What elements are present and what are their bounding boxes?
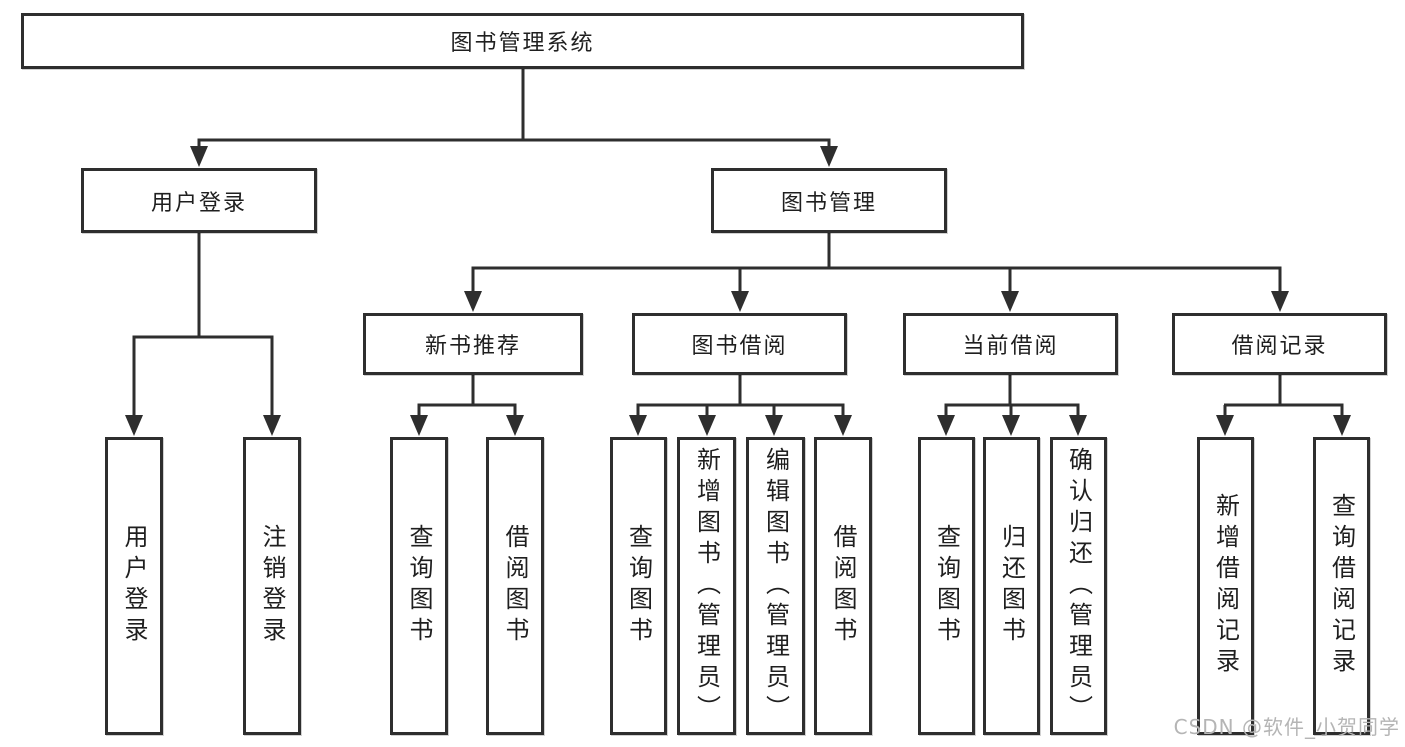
node-book-borrow: 图书借阅 (632, 313, 847, 375)
leaf-return-books: 归还图书 (983, 437, 1040, 735)
node-current-borrow: 当前借阅 (903, 313, 1118, 375)
leaf-user-login: 用户登录 (105, 437, 163, 735)
node-book-borrow-label: 图书借阅 (691, 334, 788, 359)
leaf-query-books-recommend: 查询图书 (390, 437, 448, 735)
leaf-borrow-books-label: 借阅图书 (829, 524, 857, 648)
node-borrow-records-label: 借阅记录 (1231, 334, 1328, 359)
leaf-add-borrow-record: 新增借阅记录 (1197, 437, 1254, 735)
leaf-edit-books-admin: 编辑图书（管理员） (746, 437, 805, 735)
leaf-query-borrow-record: 查询借阅记录 (1313, 437, 1370, 735)
node-new-book-recommend-label: 新书推荐 (424, 334, 521, 359)
node-new-book-recommend: 新书推荐 (363, 313, 583, 375)
leaf-query-books-current-label: 查询图书 (932, 524, 961, 648)
leaf-add-books-admin: 新增图书（管理员） (677, 437, 736, 735)
leaf-confirm-return-admin: 确认归还（管理员） (1050, 437, 1107, 735)
leaf-query-books-borrow: 查询图书 (610, 437, 667, 735)
leaf-logout-label: 注销登录 (258, 524, 286, 648)
leaf-return-books-label: 归还图书 (997, 524, 1026, 648)
leaf-logout: 注销登录 (243, 437, 301, 735)
leaf-query-borrow-record-label: 查询借阅记录 (1327, 493, 1356, 679)
csdn-watermark: CSDN @软件_小贺同学 (1173, 715, 1400, 739)
leaf-borrow-books-recommend: 借阅图书 (486, 437, 544, 735)
node-book-management-label: 图书管理 (780, 190, 877, 216)
node-user-login-label: 用户登录 (150, 190, 247, 216)
leaf-query-books-recommend-label: 查询图书 (405, 524, 433, 648)
node-root: 图书管理系统 (21, 13, 1024, 69)
leaf-add-borrow-record-label: 新增借阅记录 (1211, 493, 1240, 679)
node-borrow-records: 借阅记录 (1172, 313, 1387, 375)
leaf-query-books-borrow-label: 查询图书 (624, 524, 653, 648)
leaf-add-books-admin-label: 新增图书（管理员） (692, 446, 721, 726)
leaf-confirm-return-admin-label: 确认归还（管理员） (1064, 446, 1093, 726)
node-current-borrow-label: 当前借阅 (962, 334, 1059, 359)
leaf-user-login-label: 用户登录 (120, 524, 148, 648)
leaf-borrow-books: 借阅图书 (814, 437, 872, 735)
node-user-login: 用户登录 (81, 168, 317, 233)
leaf-edit-books-admin-label: 编辑图书（管理员） (761, 446, 790, 726)
node-book-management: 图书管理 (711, 168, 947, 233)
node-root-label: 图书管理系统 (450, 31, 595, 56)
leaf-query-books-current: 查询图书 (918, 437, 975, 735)
leaf-borrow-books-recommend-label: 借阅图书 (501, 524, 529, 648)
